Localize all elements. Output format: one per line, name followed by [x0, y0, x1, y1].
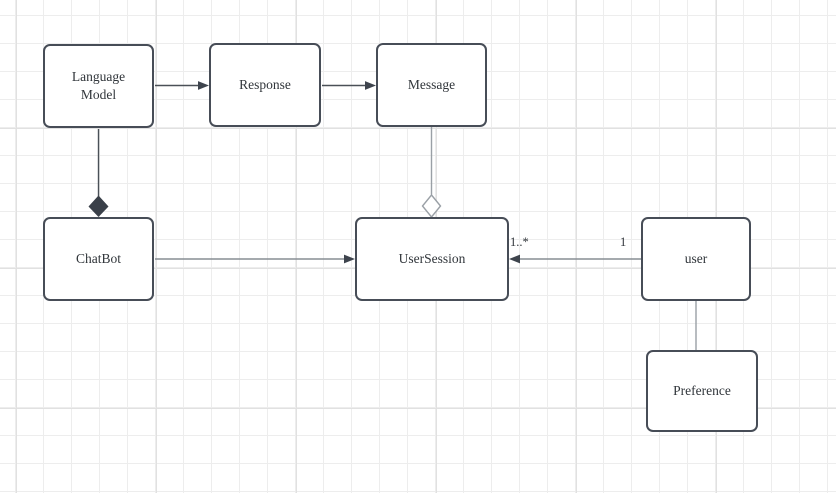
node-label: ChatBot — [75, 251, 121, 267]
filled-diamond-icon — [88, 195, 109, 217]
edge-chatbot-usersession[interactable] — [155, 254, 355, 264]
node-preference[interactable]: Preference — [646, 350, 758, 432]
node-language-model[interactable]: Language Model — [43, 44, 154, 128]
node-response[interactable]: Response — [209, 43, 321, 127]
node-label: Response — [239, 77, 291, 93]
node-label: Preference — [673, 383, 731, 399]
node-label: user — [684, 251, 708, 267]
arrowhead-icon — [344, 254, 355, 264]
node-message[interactable]: Message — [376, 43, 487, 127]
node-label: UserSession — [398, 251, 466, 267]
arrowhead-icon — [198, 81, 209, 90]
node-label: Message — [407, 77, 456, 93]
node-user-session[interactable]: UserSession — [355, 217, 509, 301]
node-chatbot[interactable]: ChatBot — [43, 217, 154, 301]
arrowhead-icon — [365, 81, 376, 90]
edge-message-usersession[interactable] — [421, 127, 442, 219]
edge-user-usersession[interactable] — [509, 254, 641, 264]
node-user[interactable]: user — [641, 217, 751, 301]
hollow-diamond-icon — [421, 193, 442, 219]
node-label: Language Model — [71, 69, 126, 102]
multiplicity-label-usersession[interactable]: 1..* — [510, 235, 529, 249]
multiplicity-label-user[interactable]: 1 — [620, 235, 627, 249]
edge-response-message[interactable] — [322, 81, 376, 90]
edge-languagemodel-chatbot[interactable] — [88, 129, 109, 217]
arrowhead-icon — [509, 254, 520, 264]
edge-languagemodel-response[interactable] — [155, 81, 209, 90]
